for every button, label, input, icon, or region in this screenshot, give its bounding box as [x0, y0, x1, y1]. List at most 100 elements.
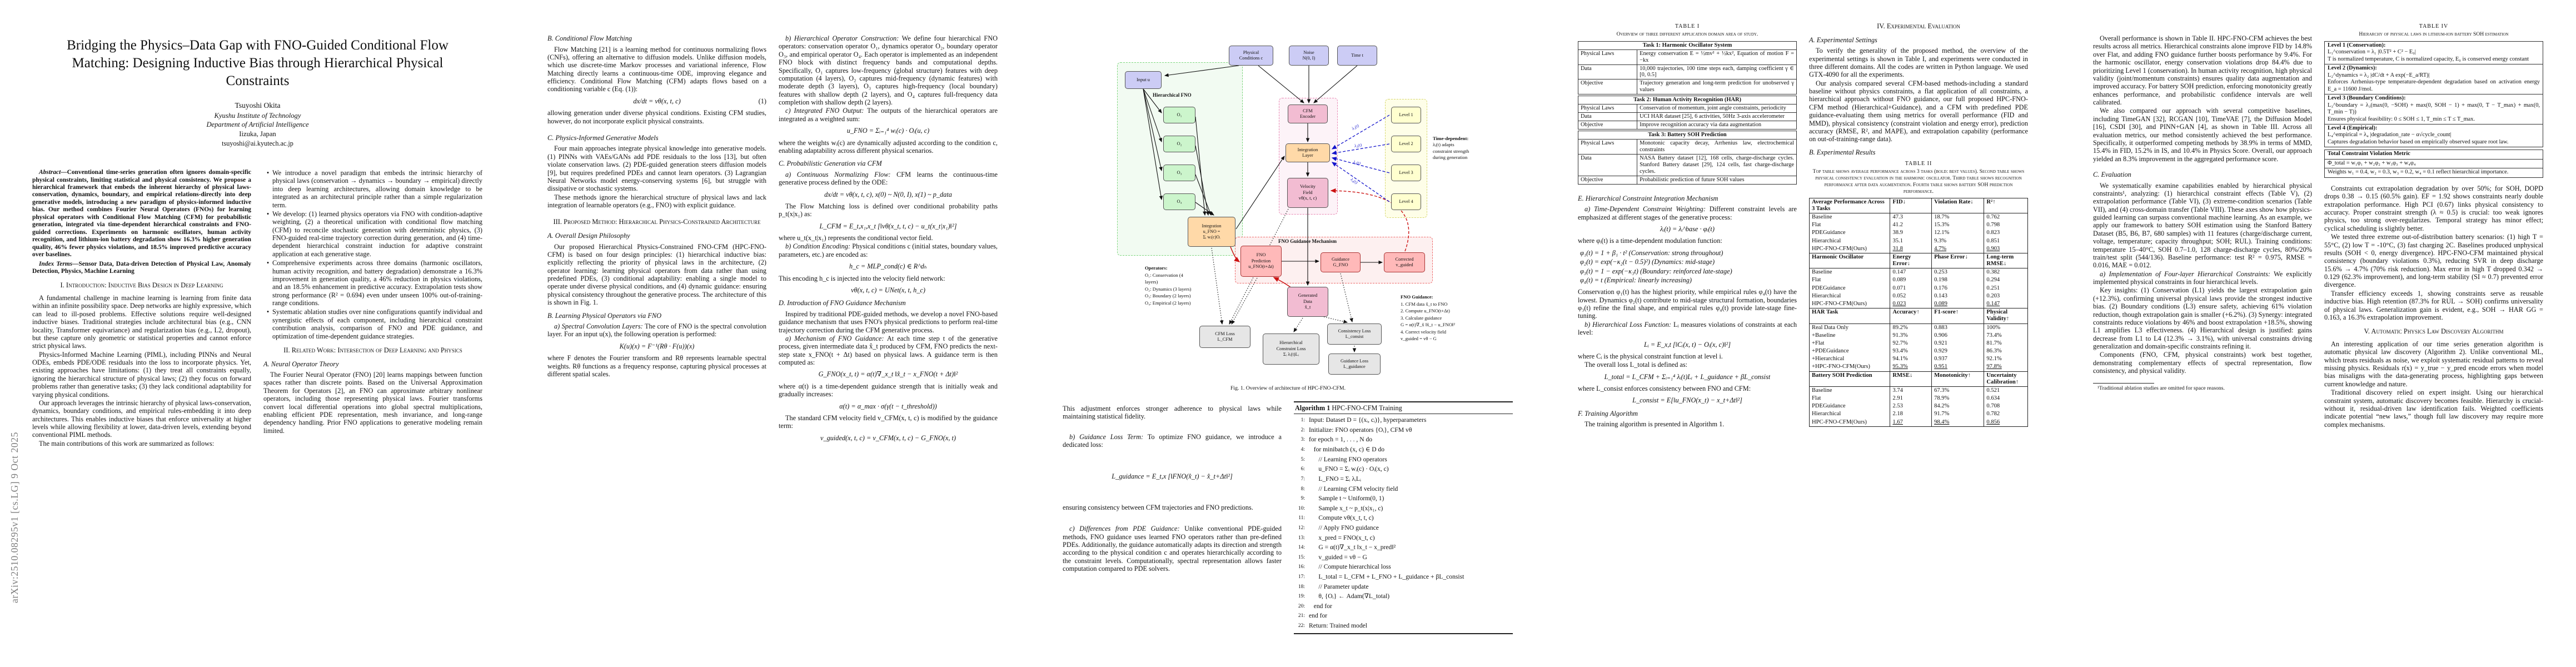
line-text: for epoch = 1, . . . , N do: [1309, 436, 1373, 444]
paragraph: where the weights wᵢ(c) are dynamically …: [779, 138, 998, 155]
table-4-label: TABLE IV: [2419, 23, 2449, 29]
level-heading: Level 2 (Dynamics):: [2328, 65, 2377, 72]
column-header: Physical Validity↑: [1984, 308, 2028, 324]
table-4-level2: Level 2 (Dynamics): L₂^dynamics = λ₂ |dC…: [2325, 64, 2543, 94]
node-operator-1: O₁: [1163, 107, 1195, 123]
paragraph: Flow Matching [21] is a learning method …: [547, 45, 766, 93]
paragraph: Our approach leverages the intrinsic hie…: [32, 399, 251, 439]
paragraph: The standard CFM velocity field v_CFM(x,…: [779, 414, 998, 430]
affiliation-1: Kyushu Institute of Technology: [214, 112, 301, 120]
table-4-caption: Hierarchy of physical laws in lithium-io…: [2359, 31, 2509, 37]
subsection-heading: B. Conditional Flow Matching: [547, 34, 632, 42]
line-text: // Learning CFM velocity field: [1309, 485, 1398, 492]
row-value: Improve recognition accuracy via data au…: [1637, 121, 1797, 130]
line-number: 12:: [1298, 525, 1305, 531]
line-text: L_total = L_CFM + L_FNO + L_guidance + β…: [1309, 573, 1464, 581]
page2-col1: B. Conditional Flow Matching Flow Matchi…: [547, 22, 766, 446]
node-level-1: Level 1: [1391, 107, 1421, 123]
list-item: •We develop: (1) learned physics operato…: [263, 210, 482, 258]
node-cfm-encoder: CFM Encoder: [1288, 104, 1328, 123]
paragraph-lead: a) Spectral Convolution Layers:: [554, 322, 643, 330]
page5-col1: Overall performance is shown in Table II…: [2093, 22, 2312, 429]
paragraph: Key insights: (1) Conservation (L1) yiel…: [2093, 286, 2312, 350]
paragraph: To verify the generality of the proposed…: [1809, 47, 2028, 79]
equation: u_FNO = Σᵢ₌₁⁴ wᵢ(c) · Oᵢ(u, c): [846, 127, 930, 135]
table-section-title: Task 1: Harmonic Oscillator System: [1578, 41, 1797, 50]
line-number: 6:: [1301, 466, 1305, 472]
page2-col2: b) Hierarchical Operator Construction: W…: [779, 22, 998, 446]
abstract: Abstract—Conventional time-series genera…: [32, 169, 251, 258]
table-4-level3: Level 3 (Boundary Conditions): L₃^bounda…: [2325, 94, 2543, 124]
equation: vθ(x, t, c) = UNet(x, t, h_c): [851, 286, 925, 294]
line-number: 13:: [1298, 535, 1305, 541]
subsection-heading: A. Overall Design Philosophy: [547, 232, 630, 240]
node-velocity-field: Velocity Field vθ(x, t, c): [1287, 178, 1328, 208]
line-number: 11:: [1298, 515, 1305, 521]
row-label: Data: [1577, 154, 1638, 176]
index-terms: Index Terms—Sensor Data, Data-driven Det…: [32, 261, 251, 276]
author-email: tsuyoshi@ai.kyutech.ac.jp: [222, 140, 293, 148]
paragraph: ensuring consistency between CFM traject…: [1063, 503, 1253, 511]
total-metric-heading: Total Constraint Violation Metric: [2328, 151, 2410, 157]
table-1-label: TABLE I: [1675, 23, 1700, 29]
table-2-caption: Top table shows average performance acro…: [1812, 168, 2025, 195]
paragraph: a) Mechanism of FNO Guidance: At each ti…: [779, 334, 998, 366]
section-2-heading: II. Related Work: Intersection of Deep L…: [283, 346, 462, 354]
paragraph: This adjustment enforces stronger adhere…: [1063, 405, 1282, 421]
paragraph: Constraints cut extrapolation degradatio…: [2324, 184, 2543, 232]
line-number: 10:: [1298, 505, 1305, 511]
paragraph: where α(t) is a time-dependent guidance …: [779, 382, 998, 399]
line-number: 9:: [1301, 496, 1305, 502]
paragraph: The main contributions of this work are …: [39, 439, 215, 447]
paragraph: Components (FNO, CFM, physical constrain…: [2093, 351, 2312, 375]
line-text: θ, {Oᵢ} ← Adam(∇L_total): [1309, 593, 1390, 600]
level-heading: Level 1 (Conservation):: [2328, 42, 2386, 48]
row-label: Objective: [1577, 175, 1638, 185]
figure-1-caption: Fig. 1. Overview of architecture of HPC-…: [1230, 385, 1346, 391]
paper-author: Tsuyoshi Okita: [235, 101, 281, 109]
node-level-4: Level 4: [1391, 193, 1421, 210]
algorithm-line: 1:Input: Dataset D = {(xᵢ, cᵢ)}, hyperpa…: [1294, 415, 1513, 425]
node-fno-integration: Integration u_FNO = Σᵢ wᵢ(c)Oᵢ: [1188, 217, 1235, 247]
section-5-heading: V. Automatic Physics Law Discovery Algor…: [2364, 327, 2504, 336]
footnote: ¹Traditional ablation studies are omitte…: [2097, 385, 2225, 391]
affiliation-3: Iizuka, Japan: [239, 130, 276, 138]
legend-item: 3. Calculate guidance G = α(t)∇_x̂ ‖x̂_t…: [1401, 315, 1456, 328]
paragraph: Traditional discovery relied on expert i…: [2324, 389, 2543, 429]
node-time: Time t: [1337, 46, 1377, 66]
algorithm-label: Algorithm 1: [1295, 404, 1331, 412]
table-4-level1: Level 1 (Conservation): L₁^conservation …: [2325, 42, 2543, 64]
column-header: R²↑: [1984, 198, 2028, 214]
subsection-heading: A. Neural Operator Theory: [263, 360, 339, 368]
paragraph: The overall loss L_total is defined as:: [1585, 361, 1688, 369]
equation: Lᵢ = E_x,t [‖Cᵢ(x, t) − Oᵢ(x, c)‖²]: [1644, 340, 1731, 349]
paragraph: a) Time-Dependent Constraint Weighting: …: [1578, 205, 1797, 221]
total-metric-equation: Φ_total = w₁φ₁ + w₂φ₂ + w₃φ₃ + w₄φ₄: [2325, 158, 2543, 168]
time-dependent-title: Time-dependent:: [1433, 136, 1469, 141]
equation: h_c = MLP_cond(c) ∈ R^dₕ: [849, 262, 927, 271]
node-hierarchical-constraint-loss: Hierarchical Constraint Loss Σᵢ λᵢ(t)Lᵢ: [1263, 334, 1319, 365]
row-value: Probabilistic prediction of future SOH v…: [1637, 175, 1797, 185]
legend-item: O₄: Empirical (2 layers): [1145, 300, 1191, 306]
node-guidance: Guidance G_FNO: [1321, 252, 1361, 272]
row-label: Data: [1577, 112, 1638, 122]
legend-item: 2. Compute u_FNO(t+Δt): [1401, 308, 1450, 314]
paragraph: This encoding h_c is injected into the v…: [779, 274, 945, 282]
paragraph-lead: b) Guidance Loss Term:: [1069, 432, 1144, 441]
paper-title: Bridging the Physics–Data Gap with FNO-G…: [67, 38, 449, 88]
equation: φ₂(t) = exp(−κ₂(t − 0.5)²) (Dynamics: mi…: [1580, 258, 1715, 266]
line-text: // Compute hierarchical loss: [1309, 563, 1391, 571]
paragraph-lead: b) Hierarchical Operator Construction:: [785, 34, 899, 42]
paragraph: We systematically examine capabilities e…: [2093, 181, 2312, 270]
table-4-level4: Level 4 (Empirical): L₄^empirical = λ₄ |…: [2325, 124, 2543, 147]
list-item: •We introduce a novel paradigm that embe…: [263, 169, 482, 209]
node-level-2: Level 2: [1391, 136, 1421, 152]
